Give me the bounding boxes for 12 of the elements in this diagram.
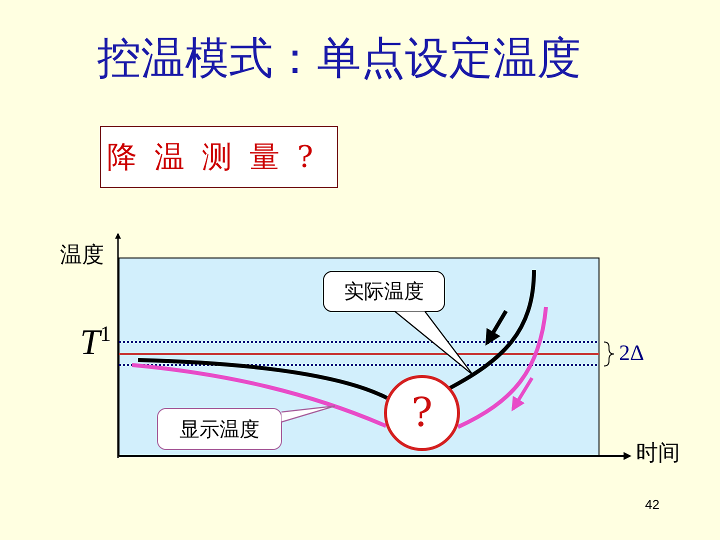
tick-label: T$^{1}$ [80, 322, 112, 363]
slide-title: 控温模式：单点设定温度 [97, 35, 581, 84]
callout-bubble: 显示温度 [157, 408, 282, 450]
callout-pointer [280, 405, 336, 423]
note-box: 降 温 测 量 ? [100, 126, 338, 188]
callout-pointer [394, 310, 474, 376]
range-label: 2Δ [619, 341, 644, 366]
axis-label: 时间 [636, 442, 680, 466]
temperature-curve [449, 270, 536, 390]
callout-bubble: 实际温度 [323, 271, 445, 312]
axis-label: 温度 [60, 244, 104, 268]
page-number: 42 [645, 498, 660, 512]
